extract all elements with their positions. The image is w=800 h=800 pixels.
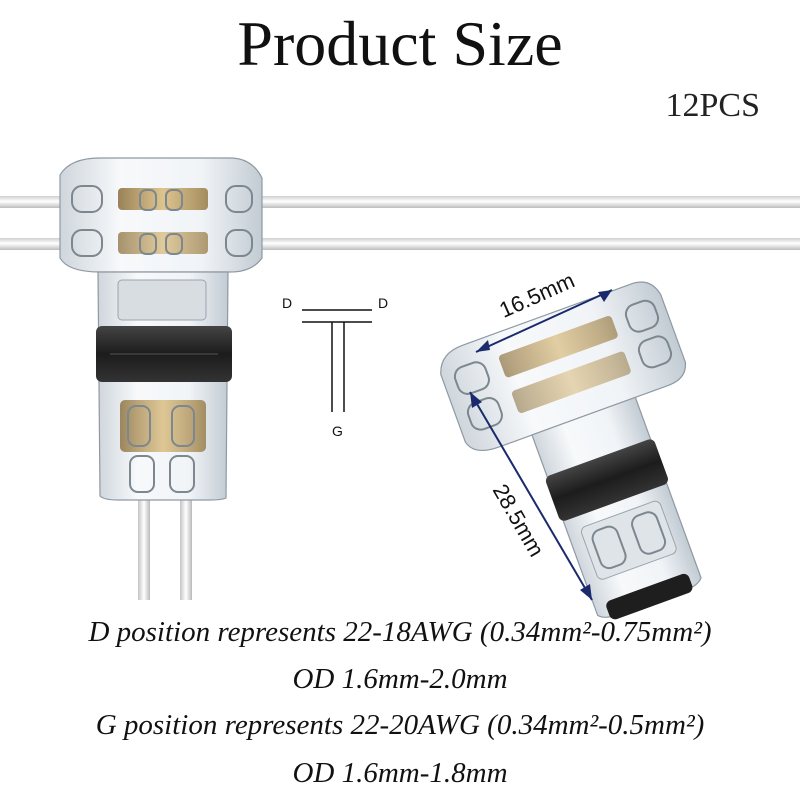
length-arrow-end [580,584,592,600]
quantity-label: 12PCS [665,87,761,124]
contact-lower [118,232,208,254]
branch-wire-right [180,470,192,600]
length-arrow-start [470,392,482,408]
contact-branch [120,400,206,452]
spec-line-d-od: OD 1.6mm-2.0mm [292,663,508,695]
diagram-label-d-right: D [378,295,388,311]
branch-wire-left [138,470,150,600]
width-arrow-end [598,290,612,302]
contact-upper [118,188,208,210]
t-connector-photo [0,157,800,600]
page-title: Product Size [237,8,563,79]
length-dimension-label: 28.5mm [488,480,549,561]
spec-line-d-awg: D position represents 22-18AWG (0.34mm²-… [88,616,712,648]
stem-window [117,279,207,321]
spec-line-g-od: OD 1.6mm-1.8mm [292,757,508,789]
angled-connector-head [440,281,687,452]
angled-contact-upper [499,315,618,378]
angled-contact-lower [512,351,631,414]
angled-base [606,573,693,620]
angled-connector-band [545,439,668,521]
spec-line-g-awg: G position represents 22-20AWG (0.34mm²-… [95,709,705,741]
length-dimension-line [469,391,593,601]
width-dimension-line [475,289,613,353]
diagram-label-g: G [332,423,343,439]
diagram-label-d-left: D [282,295,292,311]
t-schematic: D D G [282,295,388,439]
width-arrow-start [476,340,490,352]
t-connector-angled-photo: 16.5mm 28.5mm [440,268,702,620]
connector-head [59,157,263,273]
